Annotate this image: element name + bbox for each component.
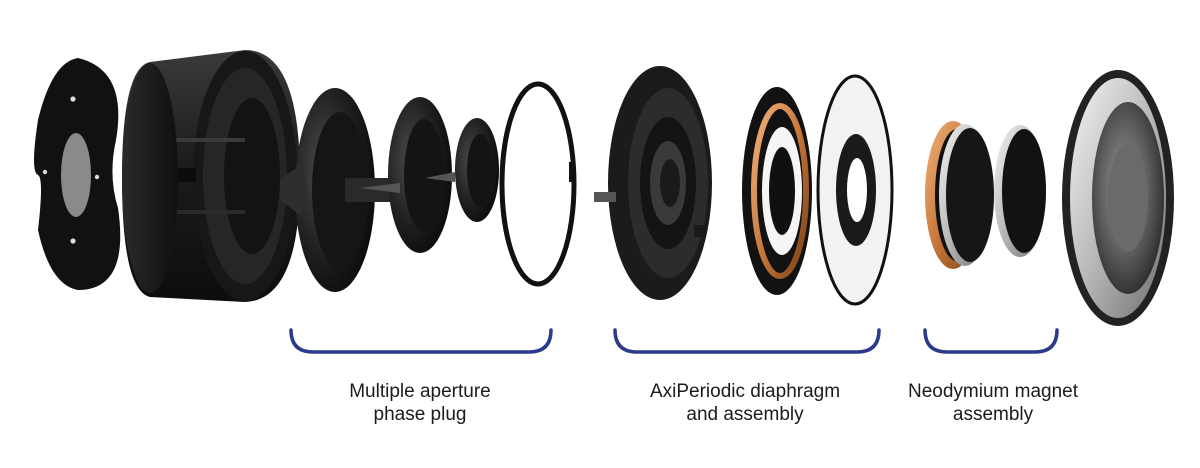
label-phase-plug-line2: phase plug [373, 404, 467, 425]
label-diaphragm-line2: and assembly [686, 404, 804, 425]
clamp-ring [816, 74, 894, 306]
copper-diaphragm [742, 87, 812, 295]
diaphragm-frame [594, 66, 712, 300]
label-phase-plug-line1: Multiple aperture [349, 381, 491, 402]
pole-piece [994, 125, 1046, 257]
bracket-phase-plug [289, 328, 553, 354]
label-diaphragm: AxiPeriodic diaphragm and assembly [625, 380, 865, 426]
phase-plug-stack [280, 88, 499, 292]
magnet-disc [939, 124, 994, 266]
bracket-magnet [923, 328, 1059, 354]
label-magnet: Neodymium magnet assembly [888, 380, 1098, 426]
o-ring-gasket [499, 81, 577, 287]
body-housing [122, 50, 300, 302]
bracket-diaphragm [613, 328, 881, 354]
label-magnet-line2: assembly [952, 404, 1034, 425]
label-phase-plug: Multiple aperture phase plug [320, 380, 520, 426]
rear-gasket [34, 58, 121, 290]
o-ring-tab [569, 162, 574, 182]
dome-cover [1062, 70, 1174, 326]
label-diaphragm-line1: AxiPeriodic diaphragm [649, 381, 841, 402]
label-magnet-line1: Neodymium magnet [907, 381, 1079, 402]
